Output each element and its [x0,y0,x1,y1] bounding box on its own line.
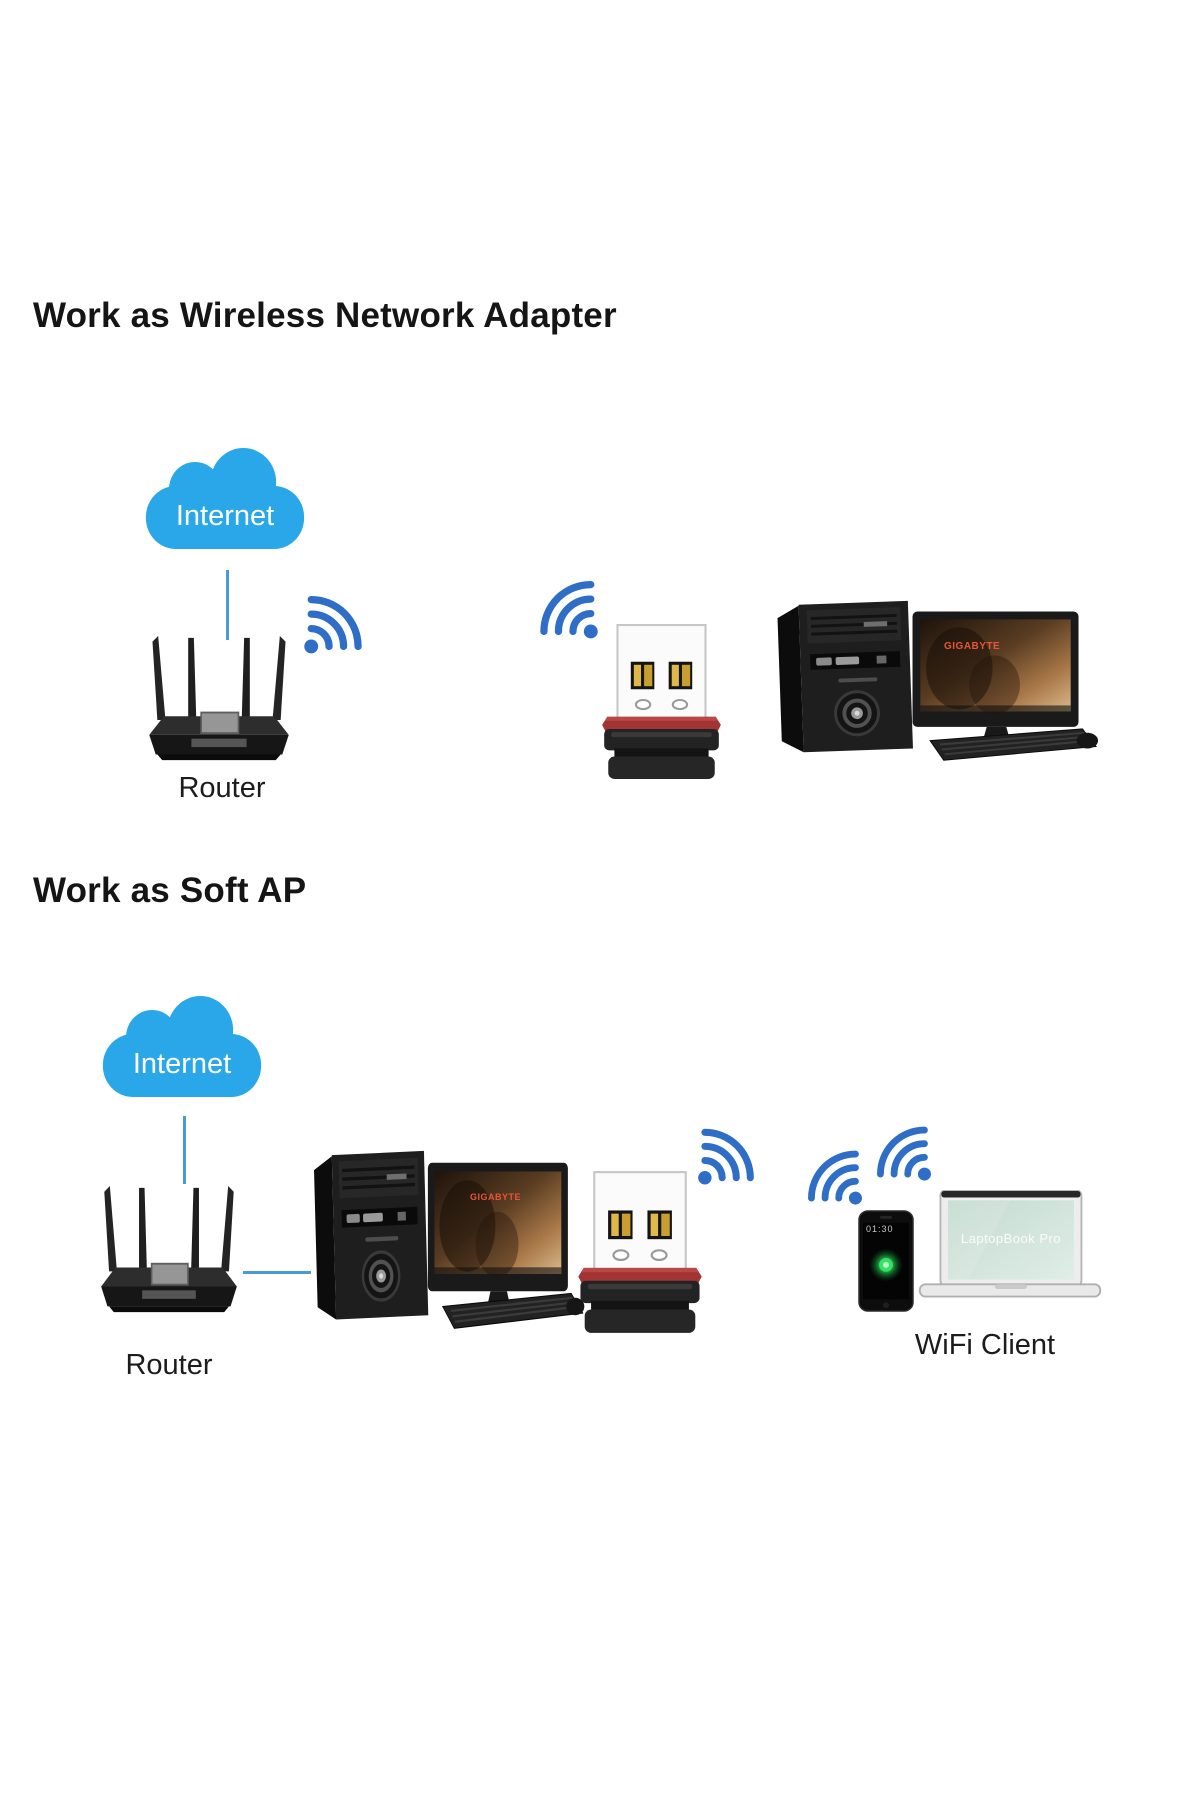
laptop-screen-text: LaptopBook Pro [960,1231,1062,1246]
section2-title: Work as Soft AP [33,871,307,910]
router-icon [100,1186,238,1314]
internet-cloud-label: Internet [175,500,275,532]
cloud-to-router-line [183,1116,186,1184]
monitor-brand-text: GIGABYTE [470,1192,522,1202]
laptop-icon [918,1190,1102,1298]
phone-clock-text: 01:30 [866,1224,894,1234]
router-label: Router [125,1349,213,1381]
cloud-to-router-line [226,570,229,640]
wifi-signal-icon [694,1124,758,1188]
desktop-computer-icon [306,1141,586,1337]
router-to-computer-line [243,1271,311,1274]
wifi-signal-icon [804,1146,866,1208]
usb-wifi-adapter-icon [577,1171,703,1334]
section1-title: Work as Wireless Network Adapter [33,296,617,335]
internet-cloud-label: Internet [132,1048,232,1080]
router-label: Router [178,772,266,804]
wifi-client-label: WiFi Client [914,1329,1056,1361]
wifi-signal-icon [873,1122,935,1184]
monitor-brand-text: GIGABYTE [944,641,1001,652]
